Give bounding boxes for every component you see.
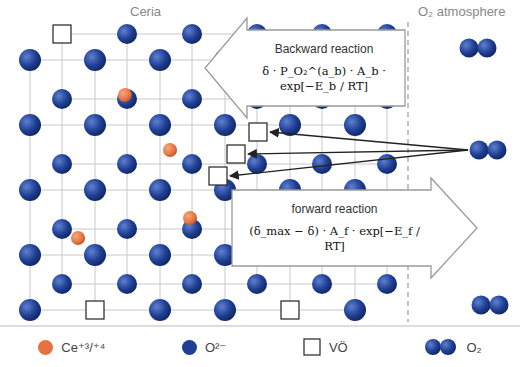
oxide-ion <box>84 49 106 71</box>
arrow-body <box>232 178 477 278</box>
oxide-ion <box>52 89 72 109</box>
oxide-ion <box>52 274 72 294</box>
lattice-line <box>62 284 387 285</box>
adsorption-arrow <box>270 132 468 150</box>
legend-swatch <box>182 340 197 355</box>
oxygen-vacancy <box>209 167 227 185</box>
lattice-line <box>30 125 355 126</box>
lattice-line <box>30 310 355 311</box>
oxide-ion <box>19 244 41 266</box>
legend-item: Ce⁺³/⁺⁴ <box>38 340 105 355</box>
legend-item: O²⁻ <box>182 340 226 355</box>
oxygen-vacancy <box>281 301 299 319</box>
legend-text: Ce⁺³/⁺⁴ <box>61 340 105 355</box>
reaction-title: forward reaction <box>291 202 377 216</box>
oxide-ion <box>182 24 202 44</box>
reaction-arrow: Backward reaction δ · P_O₂^(a_b) · A_b · … <box>205 18 405 118</box>
oxide-ion <box>182 154 202 174</box>
legend-item: VÖ <box>303 338 348 356</box>
vacancy-symbol <box>303 338 321 356</box>
phase-boundary <box>407 22 408 322</box>
oxygen-molecule <box>488 141 507 160</box>
oxide-ion <box>117 154 137 174</box>
oxide-ion <box>52 219 72 239</box>
oxygen-molecule <box>478 39 497 58</box>
cerium-ion <box>118 88 132 102</box>
oxygen-molecule <box>460 39 479 58</box>
cerium-ion <box>71 231 85 245</box>
oxide-ion <box>149 114 171 136</box>
oxide-ion <box>312 154 332 174</box>
oxide-ion <box>84 244 106 266</box>
molecule-symbol <box>424 338 458 356</box>
oxide-ion <box>84 179 106 201</box>
oxide-ion <box>52 154 72 174</box>
oxide-ion <box>214 114 236 136</box>
oxide-ion <box>312 274 332 294</box>
oxide-ion <box>247 274 267 294</box>
oxygen-vacancy <box>249 123 267 141</box>
oxide-ion <box>19 179 41 201</box>
reaction-arrow: forward reaction (δ_max − δ) · A_f · exp[… <box>232 178 477 278</box>
oxide-ion <box>117 24 137 44</box>
oxide-ion <box>19 299 41 321</box>
oxide-ion <box>117 274 137 294</box>
region-label: O₂ atmosphere <box>418 4 505 19</box>
oxide-ion <box>19 114 41 136</box>
legend-item: O₂ <box>424 338 481 356</box>
oxygen-vacancy <box>53 25 71 43</box>
legend-swatch <box>38 340 53 355</box>
cerium-ion <box>163 143 177 157</box>
oxygen-molecule <box>470 141 489 160</box>
oxide-ion <box>377 274 397 294</box>
cerium-ion <box>183 211 197 225</box>
oxide-ion <box>149 299 171 321</box>
oxygen-vacancy <box>86 301 104 319</box>
oxygen-molecule <box>472 296 491 315</box>
legend-text: O²⁻ <box>205 340 226 355</box>
oxide-ion <box>149 179 171 201</box>
oxide-ion <box>344 114 366 136</box>
oxide-ion <box>149 49 171 71</box>
oxide-ion <box>19 49 41 71</box>
region-label: Ceria <box>130 4 161 19</box>
oxygen-vacancy <box>227 145 245 163</box>
reaction-title: Backward reaction <box>275 42 374 56</box>
oxide-ion <box>377 154 397 174</box>
oxide-ion <box>182 274 202 294</box>
oxide-ion <box>182 89 202 109</box>
rate-formula: δ · P_O₂^(a_b) · A_b · exp[−E_b / RT] <box>251 64 397 94</box>
oxide-ion <box>149 244 171 266</box>
oxide-ion <box>84 114 106 136</box>
oxide-ion <box>247 154 267 174</box>
oxygen-molecule <box>490 296 509 315</box>
legend-text: VÖ <box>329 340 348 355</box>
legend-divider <box>0 326 520 327</box>
oxide-ion <box>214 299 236 321</box>
oxide-ion <box>344 299 366 321</box>
adsorption-arrow <box>230 150 468 176</box>
rate-formula: (δ_max − δ) · A_f · exp[−E_f / RT] <box>242 224 427 254</box>
oxide-ion <box>117 89 137 109</box>
arrow-body <box>205 18 405 118</box>
oxide-ion <box>117 219 137 239</box>
legend-text: O₂ <box>466 340 481 355</box>
